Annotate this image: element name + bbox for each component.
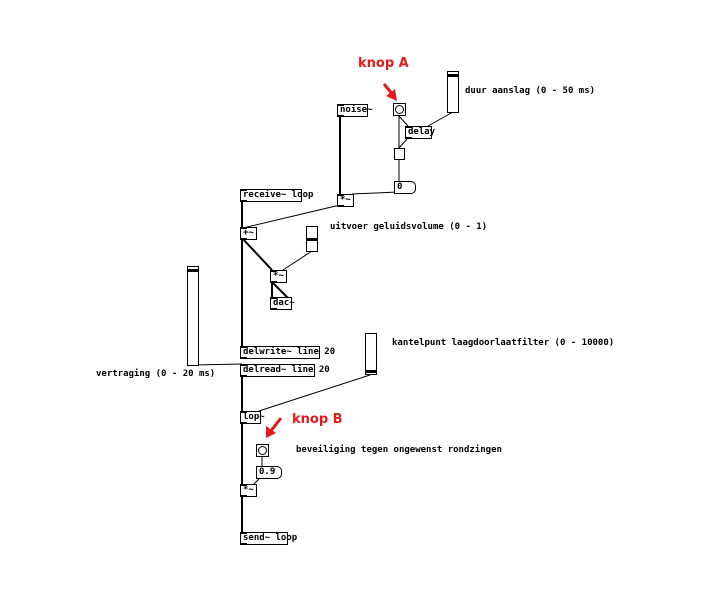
comment-protection: beveiliging tegen ongewenst rondzingen: [296, 445, 502, 455]
annotation-knop-b: knop B: [292, 412, 343, 427]
bang-knop-b[interactable]: [256, 444, 269, 457]
arrow-b-shaft: [268, 417, 283, 433]
bang-circle-icon: [258, 446, 267, 455]
envelope-number-value: 0: [397, 182, 403, 192]
feedback-number-value: 0.99: [259, 467, 281, 477]
delwrite-object[interactable]: delwrite~ line 20: [240, 346, 335, 359]
duration-slider[interactable]: [447, 71, 459, 113]
cord-delay-to-msg: [398, 137, 409, 149]
cutoff-slider-knob[interactable]: [366, 370, 376, 373]
dac-object[interactable]: dac~: [270, 297, 295, 310]
delay-time-slider[interactable]: [187, 266, 199, 366]
delread-object[interactable]: delread~ line 20: [240, 364, 330, 377]
duration-slider-knob[interactable]: [448, 74, 458, 77]
envelope-number-box[interactable]: 0: [394, 181, 416, 194]
cord-volume-to-mulout: [282, 250, 313, 271]
cord-add-to-mulout: [241, 237, 273, 271]
feedback-number-box[interactable]: 0.99: [256, 466, 282, 479]
cord-cutoff-to-lop: [258, 374, 371, 412]
lop-object[interactable]: lop~: [240, 411, 265, 424]
comment-output-volume: uitvoer geluidsvolume (0 - 1): [330, 222, 488, 232]
volume-slider[interactable]: [306, 226, 318, 252]
envelope-message-box[interactable]: [394, 148, 405, 160]
bang-circle-icon: [395, 105, 404, 114]
delay-object[interactable]: delay: [405, 126, 435, 139]
cord-num-to-mul: [351, 191, 399, 195]
cord-bang-to-delay: [398, 115, 409, 127]
arrow-a-head: [386, 89, 397, 101]
cutoff-slider[interactable]: [365, 333, 377, 375]
mul-feedback-object[interactable]: *~: [240, 484, 257, 497]
comment-delay-time: vertraging (0 - 20 ms): [96, 369, 216, 379]
cord-delayslider-to-delread: [192, 363, 243, 366]
comment-duration: duur aanslag (0 - 50 ms): [465, 86, 596, 96]
noise-object[interactable]: noise~: [337, 104, 373, 117]
cord-mul-to-add: [242, 204, 341, 229]
cord-slider-to-delay: [427, 111, 454, 127]
cord-mulout-to-dac-r: [271, 281, 289, 299]
bang-knop-a[interactable]: [393, 103, 406, 116]
arrow-b-head: [266, 426, 276, 438]
cord-num-to-mulfb: [253, 478, 260, 485]
mul-envelope-object[interactable]: *~: [337, 194, 354, 207]
number-box-notch: [410, 181, 416, 194]
delay-time-slider-knob[interactable]: [188, 269, 198, 272]
mul-output-object[interactable]: *~: [270, 270, 287, 283]
send-object[interactable]: send~ loop: [240, 532, 297, 545]
comment-cutoff: kantelpunt laagdoorlaatfilter (0 - 10000…: [392, 338, 615, 348]
add-object[interactable]: +~: [240, 227, 257, 240]
volume-slider-knob[interactable]: [307, 238, 317, 241]
annotation-knop-a: knop A: [358, 56, 409, 71]
receive-object[interactable]: receive~ loop: [240, 189, 313, 202]
number-box-notch: [276, 466, 282, 479]
